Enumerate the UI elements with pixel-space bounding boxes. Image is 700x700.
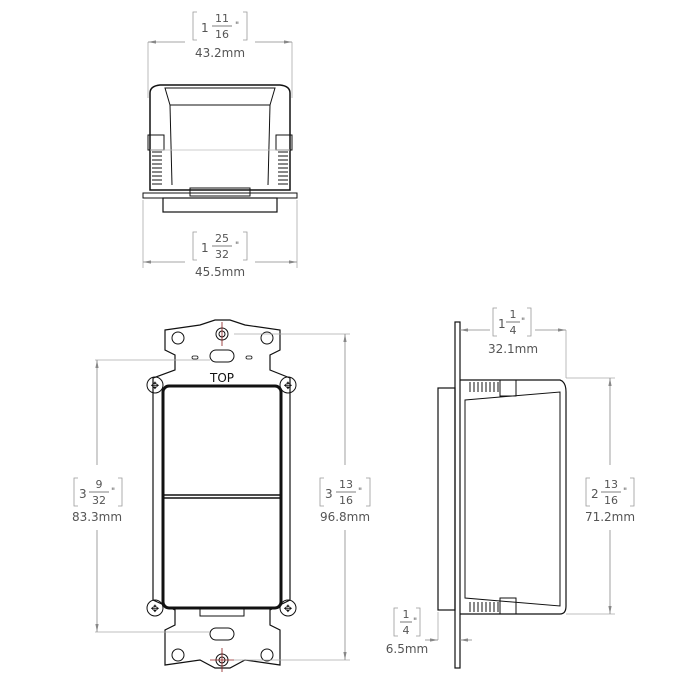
- svg-text:32: 32: [92, 494, 106, 507]
- svg-text:": ": [235, 21, 239, 31]
- spring-top-icon: [469, 382, 499, 392]
- dim-depth: 1 1 4 " 32.1mm: [488, 307, 538, 356]
- svg-text:71.2mm: 71.2mm: [585, 510, 635, 524]
- svg-text:1: 1: [201, 21, 209, 35]
- svg-text:11: 11: [215, 12, 229, 25]
- dim-outer-height: 3 13 16 " 96.8mm: [319, 477, 371, 524]
- screw-icon: ✥: [146, 599, 164, 617]
- svg-text:2: 2: [591, 487, 599, 501]
- svg-text:16: 16: [339, 494, 353, 507]
- svg-text:1: 1: [403, 608, 410, 621]
- svg-text:": ": [413, 617, 417, 627]
- svg-text:6.5mm: 6.5mm: [386, 642, 428, 656]
- svg-text:83.3mm: 83.3mm: [72, 510, 122, 524]
- svg-text:✥: ✥: [151, 604, 159, 615]
- spring-left-icon: [152, 151, 162, 185]
- screw-icon: ✥: [279, 599, 297, 617]
- svg-text:": ": [235, 241, 239, 251]
- side-view: [425, 321, 615, 669]
- svg-text:16: 16: [604, 494, 618, 507]
- dim-bottom-width: 1 25 32 " 45.5mm: [192, 231, 248, 279]
- dim-top-width: 1 11 16 " 43.2mm: [192, 11, 248, 60]
- svg-text:3: 3: [79, 487, 87, 501]
- svg-text:96.8mm: 96.8mm: [320, 510, 370, 524]
- dim-side-height: 2 13 16 " 71.2mm: [585, 477, 635, 524]
- svg-text:": ": [521, 317, 525, 327]
- svg-text:32: 32: [215, 248, 229, 261]
- svg-text:4: 4: [510, 324, 517, 337]
- svg-text:✥: ✥: [284, 381, 292, 392]
- svg-text:1: 1: [201, 241, 209, 255]
- top-view: [142, 40, 298, 268]
- svg-text:✥: ✥: [151, 381, 159, 392]
- svg-text:": ": [358, 487, 362, 497]
- dim-inner-height: 3 9 32 " 83.3mm: [72, 477, 123, 524]
- front-view: TOP ✥ ✥ ✥ ✥: [95, 319, 350, 672]
- svg-text:13: 13: [604, 478, 618, 491]
- svg-text:13: 13: [339, 478, 353, 491]
- svg-text:9: 9: [96, 478, 103, 491]
- svg-text:1: 1: [498, 317, 506, 331]
- dim-front-offset: 1 4 " 6.5mm: [386, 607, 428, 656]
- top-label: TOP: [209, 371, 234, 385]
- svg-text:1: 1: [510, 308, 517, 321]
- svg-text:3: 3: [325, 487, 333, 501]
- screw-icon: ✥: [146, 376, 164, 394]
- spring-right-icon: [278, 151, 288, 185]
- svg-text:": ": [111, 487, 115, 497]
- svg-text:45.5mm: 45.5mm: [195, 265, 245, 279]
- svg-text:16: 16: [215, 28, 229, 41]
- svg-text:": ": [623, 487, 627, 497]
- svg-text:25: 25: [215, 232, 229, 245]
- svg-text:43.2mm: 43.2mm: [195, 46, 245, 60]
- svg-text:4: 4: [403, 624, 410, 637]
- screw-icon: ✥: [279, 376, 297, 394]
- svg-text:✥: ✥: [284, 604, 292, 615]
- spring-bottom-icon: [469, 602, 499, 612]
- svg-text:32.1mm: 32.1mm: [488, 342, 538, 356]
